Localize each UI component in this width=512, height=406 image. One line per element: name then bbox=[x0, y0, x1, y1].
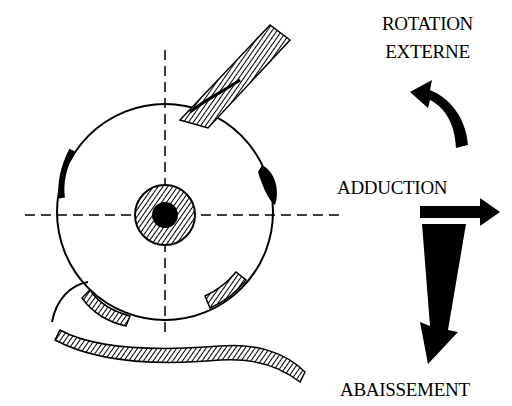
movement-label: ADDUCTION bbox=[337, 178, 447, 198]
tendon-insertion bbox=[190, 80, 240, 112]
oblique-muscle-tendon bbox=[180, 25, 290, 128]
muscle-insertion bbox=[258, 165, 277, 205]
rotation-arrow bbox=[410, 80, 468, 148]
adduction-arrow bbox=[420, 198, 500, 226]
iris bbox=[135, 185, 195, 245]
muscle-edge bbox=[52, 282, 88, 322]
movement-label: ABAISSEMENT bbox=[340, 380, 470, 400]
muscle-insertion bbox=[205, 272, 246, 308]
inferior-oblique-muscle bbox=[55, 330, 305, 382]
depression-arrow bbox=[420, 224, 466, 364]
eyeball bbox=[57, 104, 273, 320]
muscle-insertion bbox=[61, 150, 72, 198]
pupil bbox=[152, 202, 178, 228]
muscle-insertion bbox=[82, 290, 130, 326]
movement-label: ROTATION EXTERNE bbox=[375, 10, 480, 65]
